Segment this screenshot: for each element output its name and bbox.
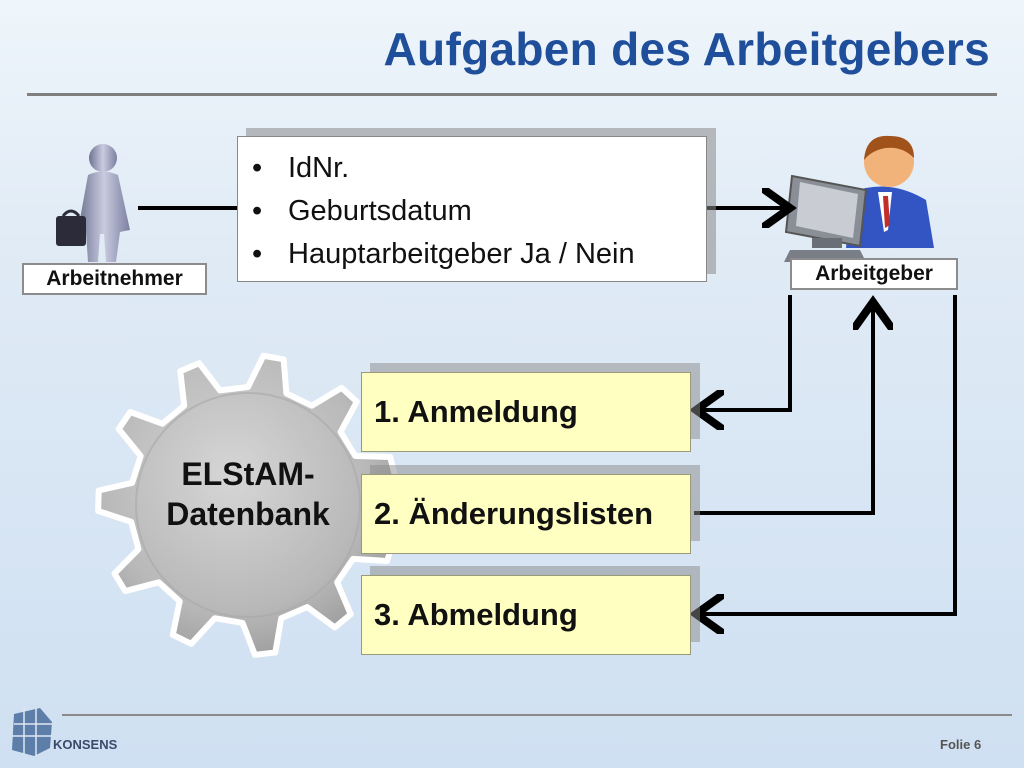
- gear-icon: [95, 352, 399, 658]
- step-anmeldung: 1. Anmeldung: [361, 372, 691, 452]
- konsens-logo-icon: [12, 708, 52, 756]
- title-divider: [27, 93, 997, 96]
- data-item: Hauptarbeitgeber Ja / Nein: [252, 233, 706, 276]
- footer-divider: [62, 714, 1012, 716]
- employer-computer-icon: [784, 135, 934, 262]
- employee-figure-icon: [56, 144, 130, 262]
- employer-label: Arbeitgeber: [790, 258, 958, 290]
- step-abmeldung: 3. Abmeldung: [361, 575, 691, 655]
- employee-data-box: IdNr. Geburtsdatum Hauptarbeitgeber Ja /…: [237, 136, 707, 282]
- step-aenderungslisten: 2. Änderungslisten: [361, 474, 691, 554]
- data-item: Geburtsdatum: [252, 190, 706, 233]
- employee-label: Arbeitnehmer: [22, 263, 207, 295]
- slide-number: Folie 6: [940, 737, 982, 752]
- logo-text: KONSENS: [53, 737, 118, 752]
- slide-title: Aufgaben des Arbeitgebers: [383, 23, 990, 75]
- database-label: ELStAM- Datenbank: [166, 456, 330, 532]
- data-item: IdNr.: [252, 147, 706, 190]
